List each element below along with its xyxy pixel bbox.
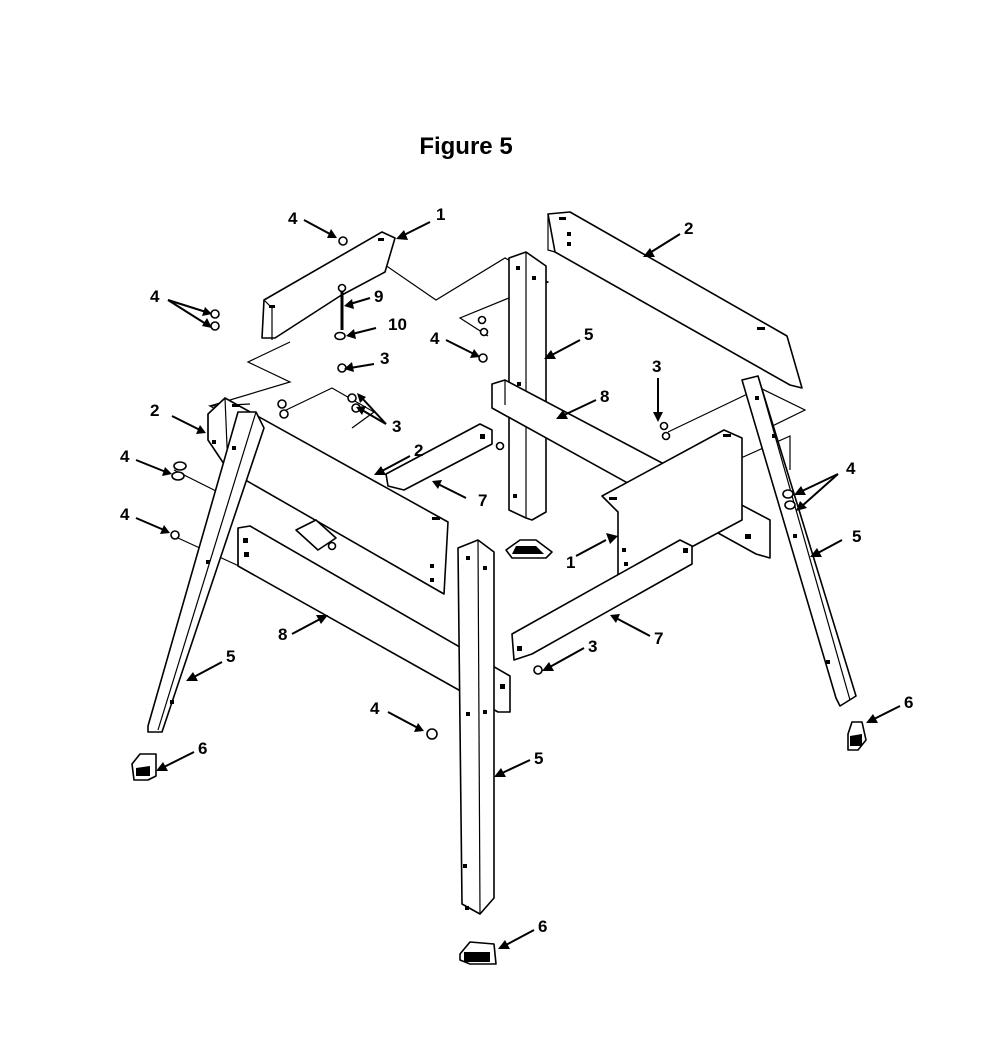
- callout-4-front: 4: [370, 699, 380, 718]
- callout-10: 10: [388, 315, 407, 334]
- callout-8-left: 8: [278, 625, 287, 644]
- part-5-leg-front: [457, 539, 497, 965]
- callout-1-right: 1: [566, 553, 575, 572]
- callout-6-right: 6: [904, 693, 913, 712]
- stand-parts: [131, 211, 867, 965]
- callout-4-left: 4: [120, 447, 130, 466]
- callout-8-center: 8: [600, 387, 609, 406]
- part-1-bracket-top: [261, 231, 396, 340]
- part-7-brace-front: [511, 539, 693, 661]
- callout-4-top-left: 4: [150, 287, 160, 306]
- part-5-leg-left: [131, 411, 265, 781]
- part-7-brace-center: [385, 423, 493, 491]
- fasteners: [170, 236, 796, 740]
- callout-3-mid: 3: [392, 417, 401, 436]
- part-8-brace-left: [237, 519, 511, 713]
- callout-labels: 1 1 2 2 2 3 3 3 3 4 4 4 4 4 4 4 5 5 5 5 …: [120, 205, 913, 936]
- part-2-rail-top-right: [547, 211, 803, 389]
- callout-3-front: 3: [588, 637, 597, 656]
- part-10-washer: [334, 331, 346, 341]
- callout-1-top: 1: [436, 205, 445, 224]
- callout-2-front: 2: [414, 441, 423, 460]
- callout-6-front: 6: [538, 917, 547, 936]
- callout-7-front: 7: [654, 629, 663, 648]
- callout-7-center: 7: [478, 491, 487, 510]
- part-9-bolt: [337, 283, 347, 330]
- callout-4-center: 4: [430, 329, 440, 348]
- callout-5-left: 5: [226, 647, 235, 666]
- callout-4-left-low: 4: [120, 505, 130, 524]
- callout-5-front: 5: [534, 749, 543, 768]
- part-5-leg-right: [741, 375, 867, 751]
- callout-4-right: 4: [846, 459, 856, 478]
- callout-2-left: 2: [150, 401, 159, 420]
- callout-3-top: 3: [380, 349, 389, 368]
- callout-arrows: [135, 219, 901, 949]
- callout-6-left: 6: [198, 739, 207, 758]
- part-5-leg-center: [505, 251, 553, 559]
- callout-4-top: 4: [288, 209, 298, 228]
- callout-5-center: 5: [584, 325, 593, 344]
- callout-9: 9: [374, 287, 383, 306]
- part-1-bracket-right: [601, 429, 743, 583]
- callout-3-right: 3: [652, 357, 661, 376]
- callout-5-right: 5: [852, 527, 861, 546]
- callout-2-top-right: 2: [684, 219, 693, 238]
- figure-title: Figure 5: [419, 133, 512, 160]
